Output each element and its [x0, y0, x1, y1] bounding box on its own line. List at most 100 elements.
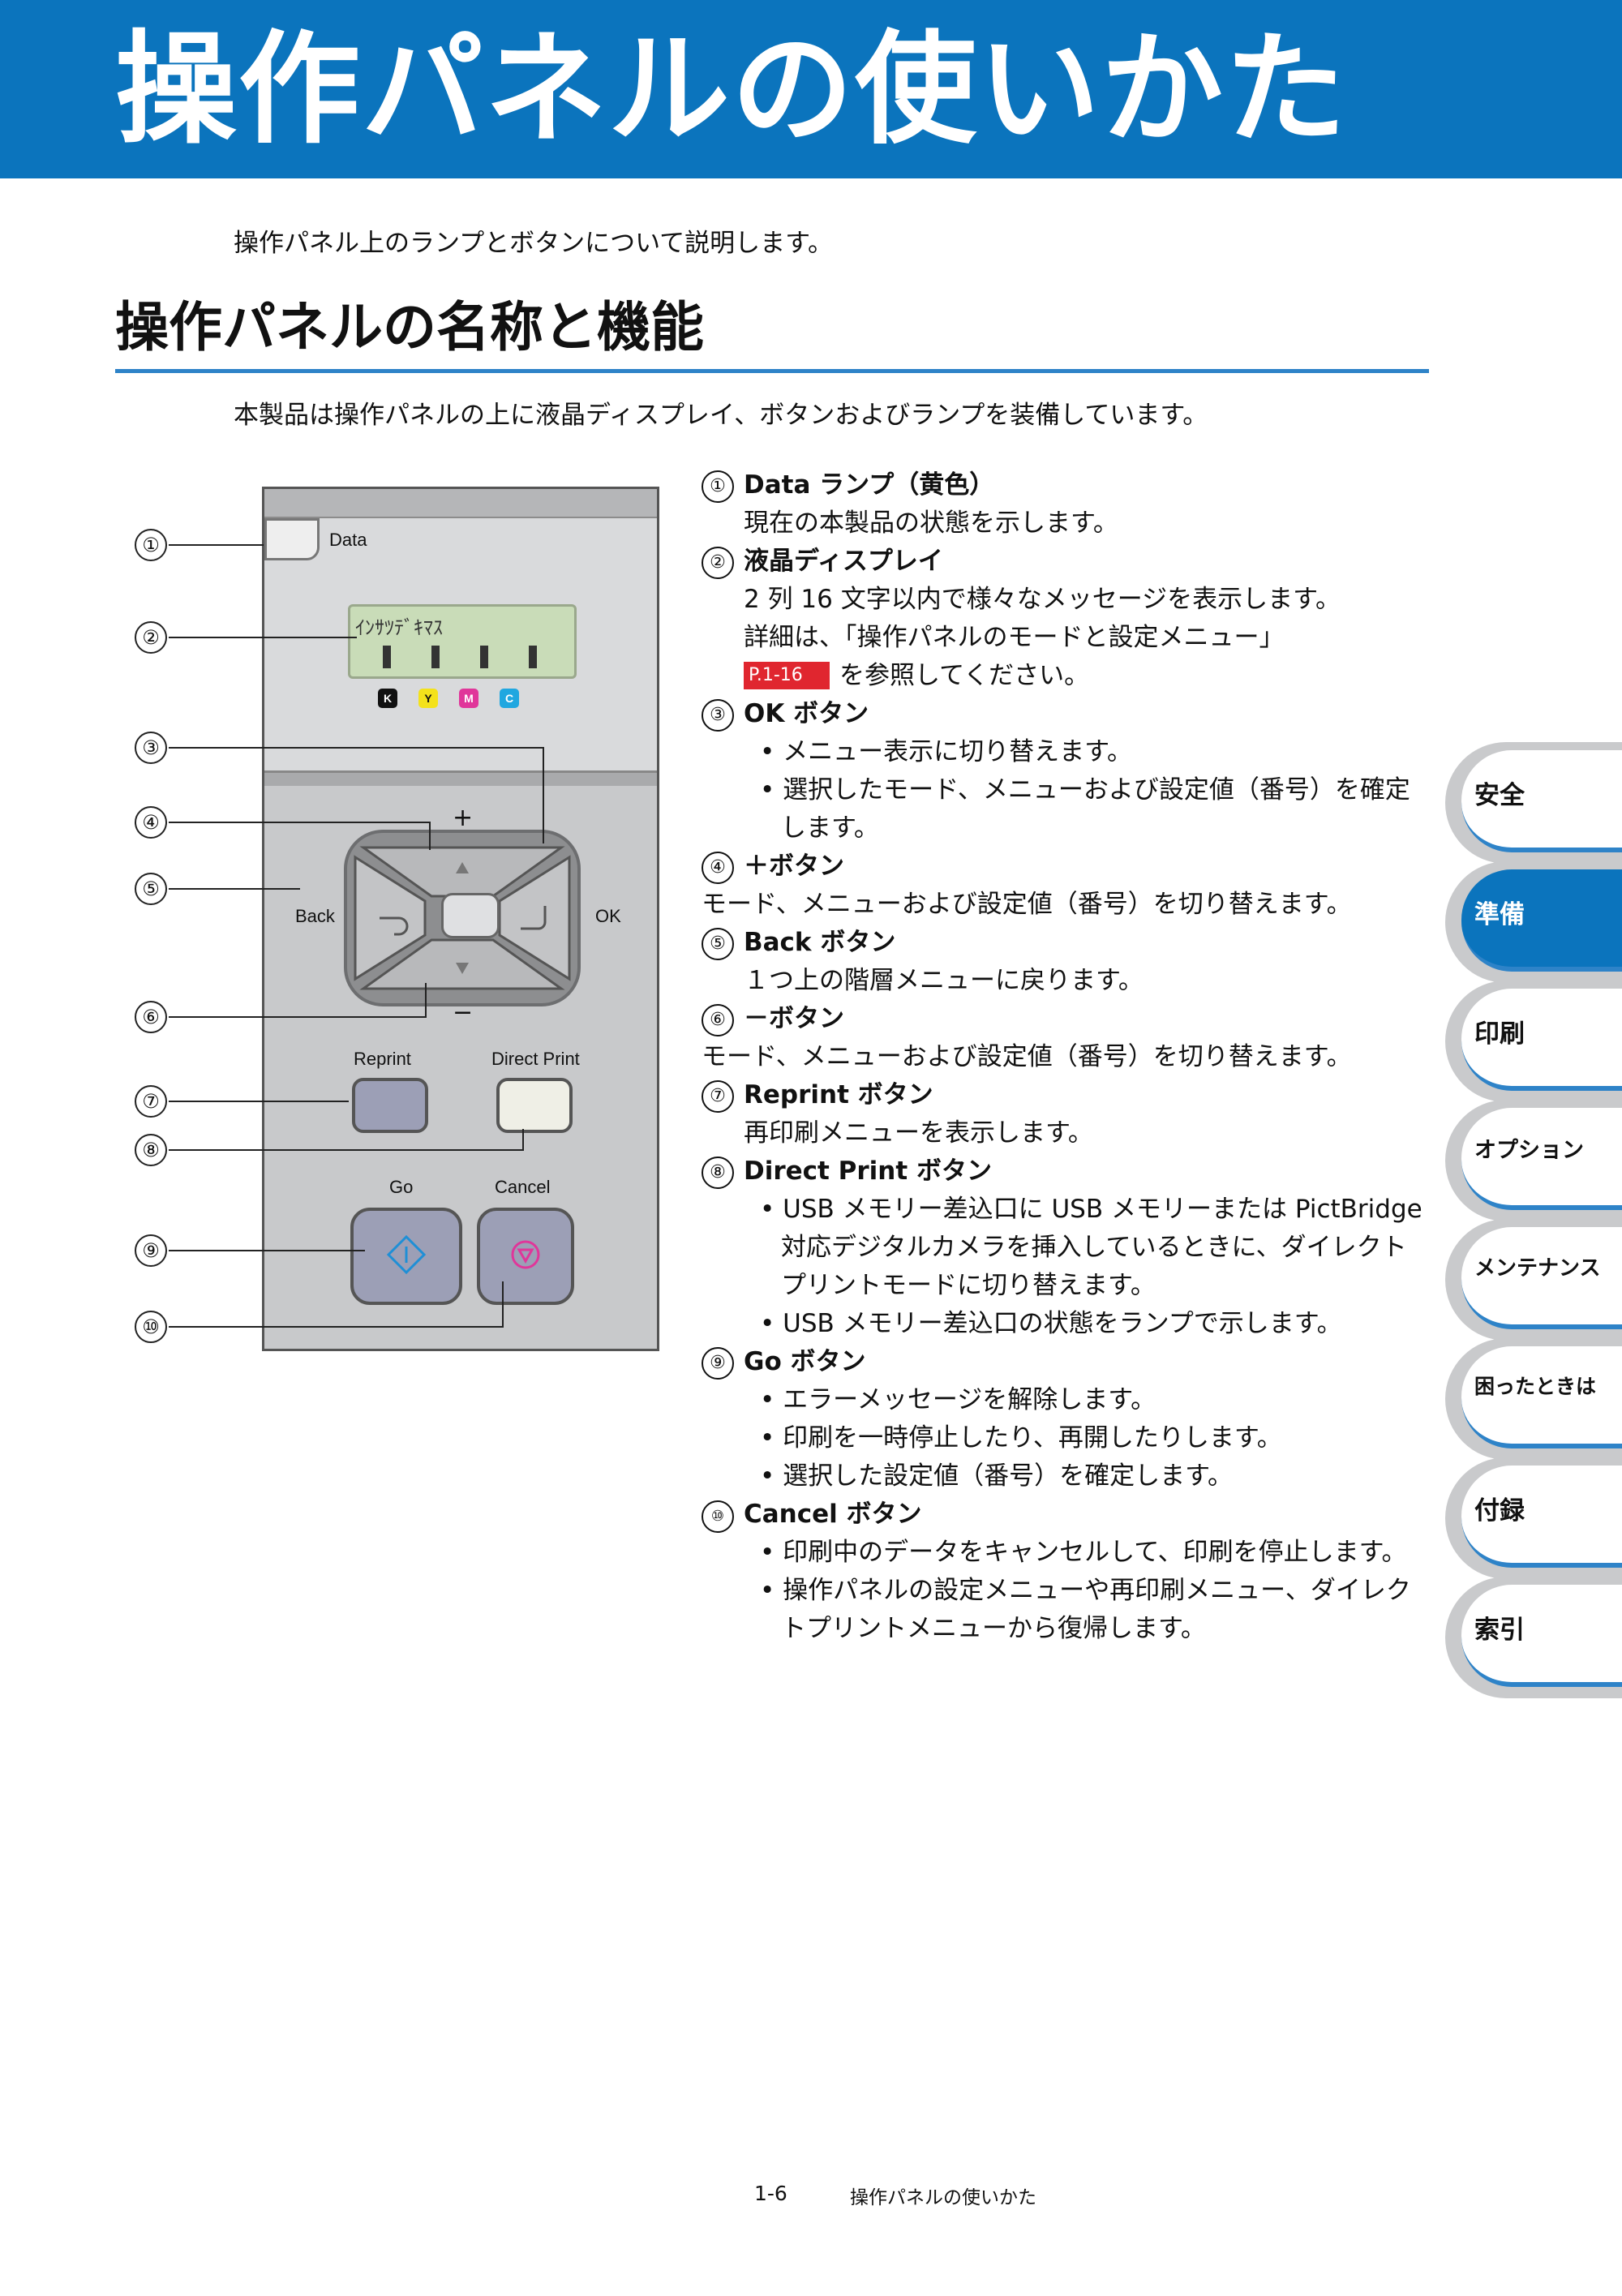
page-title: 操作パネルの使いかた — [115, 19, 1349, 161]
footer-page-number: 1-6 — [754, 2182, 787, 2205]
minus-label: − — [453, 998, 474, 1027]
tab-index[interactable]: 索引 — [1445, 1577, 1622, 1698]
item-heading: ③ OK ボタン — [702, 695, 1431, 733]
control-panel: Data ｲﾝｻﾂﾃﾞｷﾏｽ K Y M C + — [262, 487, 659, 1351]
callout-lines — [169, 544, 544, 1328]
item-text: １つ上の階層メニューに戻ります。 — [744, 966, 1144, 995]
tab-maintenance[interactable]: メンテナンス — [1445, 1219, 1622, 1341]
lcd-text: ｲﾝｻﾂﾃﾞｷﾏｽ — [355, 616, 443, 639]
navigation-cross-pad[interactable] — [344, 830, 581, 1006]
cancel-icon — [511, 1240, 540, 1269]
section-title: 操作パネルの名称と機能 — [115, 296, 704, 358]
lcd-toner-bar — [431, 646, 440, 668]
intro-text: 操作パネル上のランプとボタンについて説明します。 — [234, 229, 834, 258]
item-back-button: ⑤ Back ボタン １つ上の階層メニューに戻ります。 — [702, 924, 1431, 1000]
tab-troubleshooting[interactable]: 困ったときは — [1445, 1338, 1622, 1460]
item-number: ③ — [702, 699, 734, 732]
item-title: Direct Print ボタン — [744, 1157, 992, 1186]
item-title: －ボタン — [744, 1004, 844, 1033]
item-number: ⑩ — [702, 1500, 734, 1533]
lcd-toner-bar — [383, 646, 391, 668]
item-title: Cancel ボタン — [744, 1500, 922, 1529]
tab-label: 準備 — [1474, 900, 1525, 929]
cancel-label: Cancel — [495, 1177, 551, 1197]
item-title: Data ランプ（黄色） — [744, 470, 995, 500]
cross-center-key — [441, 893, 500, 938]
direct-print-button[interactable] — [496, 1078, 573, 1133]
callout-2: ② — [135, 621, 167, 654]
item-bullet: • 選択した設定値（番号）を確定します。 — [760, 1461, 1234, 1491]
toner-k-indicator: K — [378, 689, 397, 708]
callout-9: ⑨ — [135, 1234, 167, 1267]
item-bullet: • メニュー表示に切り替えます。 — [760, 737, 1133, 766]
item-bullet: • 印刷を一時停止したり、再開したりします。 — [760, 1423, 1282, 1453]
footer-title: 操作パネルの使いかた — [850, 2187, 1036, 2208]
go-icon — [386, 1234, 427, 1275]
lcd-toner-bar — [480, 646, 488, 668]
item-bullet: • 操作パネルの設定メニューや再印刷メニュー、ダイレクトプリントメニューから復帰… — [760, 1576, 1411, 1643]
item-bullet: • 印刷中のデータをキャンセルして、印刷を停止します。 — [760, 1538, 1407, 1567]
item-heading: ⑥ －ボタン — [702, 1000, 1431, 1038]
tab-label: 索引 — [1474, 1616, 1525, 1645]
direct-print-label: Direct Print — [491, 1049, 580, 1069]
item-title: Go ボタン — [744, 1347, 866, 1376]
item-title: OK ボタン — [744, 699, 869, 728]
panel-ledge — [264, 489, 657, 518]
toner-c-indicator: C — [500, 689, 519, 708]
item-ok-button: ③ OK ボタン • メニュー表示に切り替えます。 • 選択したモード、メニューお… — [702, 695, 1431, 848]
back-label: Back — [295, 906, 335, 926]
item-plus-button: ④＋ボタン モード、メニューおよび設定値（番号）を切り替えます。 — [702, 848, 1431, 924]
cancel-button[interactable] — [477, 1208, 574, 1305]
callout-1: ① — [135, 529, 167, 561]
item-heading: ⑩ Cancel ボタン — [702, 1496, 1431, 1534]
reprint-button[interactable] — [352, 1078, 428, 1133]
item-heading: ⑨ Go ボタン — [702, 1343, 1431, 1381]
item-number: ⑥ — [702, 1004, 734, 1036]
item-heading: ⑦ Reprint ボタン — [702, 1076, 1431, 1114]
callout-6: ⑥ — [135, 1001, 167, 1033]
item-bullet: • USB メモリー差込口の状態をランプで示します。 — [760, 1309, 1342, 1338]
item-heading: ④＋ボタン — [702, 848, 1431, 886]
callout-8: ⑧ — [135, 1134, 167, 1166]
item-number: ⑦ — [702, 1080, 734, 1113]
item-text: 詳細は、「操作パネルのモードと設定メニュー」 — [744, 623, 1285, 652]
item-number: ⑤ — [702, 928, 734, 960]
section-description: 本製品は操作パネルの上に液晶ディスプレイ、ボタンおよびランプを装備しています。 — [234, 401, 1208, 430]
header-banner: 操作パネルの使いかた — [0, 0, 1622, 178]
section-divider — [115, 369, 1429, 373]
page-reference-link[interactable]: P.1-16 — [744, 662, 830, 689]
tab-preparation[interactable]: 準備 — [1445, 861, 1622, 983]
item-text: 現在の本製品の状態を示します。 — [744, 509, 1118, 538]
item-heading: ⑤ Back ボタン — [702, 924, 1431, 962]
item-text: 2 列 16 文字以内で様々なメッセージを表示します。 — [744, 585, 1341, 614]
tab-options[interactable]: オプション — [1445, 1100, 1622, 1221]
item-number: ⑧ — [702, 1157, 734, 1189]
item-text: モード、メニューおよび設定値（番号）を切り替えます。 — [702, 1042, 1352, 1071]
item-title: ＋ボタン — [744, 852, 844, 881]
tab-label: 安全 — [1474, 781, 1525, 810]
item-number: ⑨ — [702, 1347, 734, 1380]
tab-appendix[interactable]: 付録 — [1445, 1457, 1622, 1579]
toner-m-indicator: M — [459, 689, 478, 708]
item-bullet: • 選択したモード、メニューおよび設定値（番号）を確定します。 — [760, 775, 1410, 843]
go-button[interactable] — [350, 1208, 462, 1305]
lcd-display: ｲﾝｻﾂﾃﾞｷﾏｽ — [348, 604, 577, 679]
toner-y-indicator: Y — [418, 689, 438, 708]
item-title: Back ボタン — [744, 928, 896, 957]
reprint-label: Reprint — [354, 1049, 411, 1069]
tab-safety[interactable]: 安全 — [1445, 742, 1622, 864]
item-bullet: • エラーメッセージを解除します。 — [760, 1385, 1156, 1414]
item-title: 液晶ディスプレイ — [744, 547, 943, 576]
data-lamp — [264, 518, 320, 560]
item-title: Reprint ボタン — [744, 1080, 933, 1109]
panel-divider — [264, 773, 657, 786]
tab-printing[interactable]: 印刷 — [1445, 981, 1622, 1102]
